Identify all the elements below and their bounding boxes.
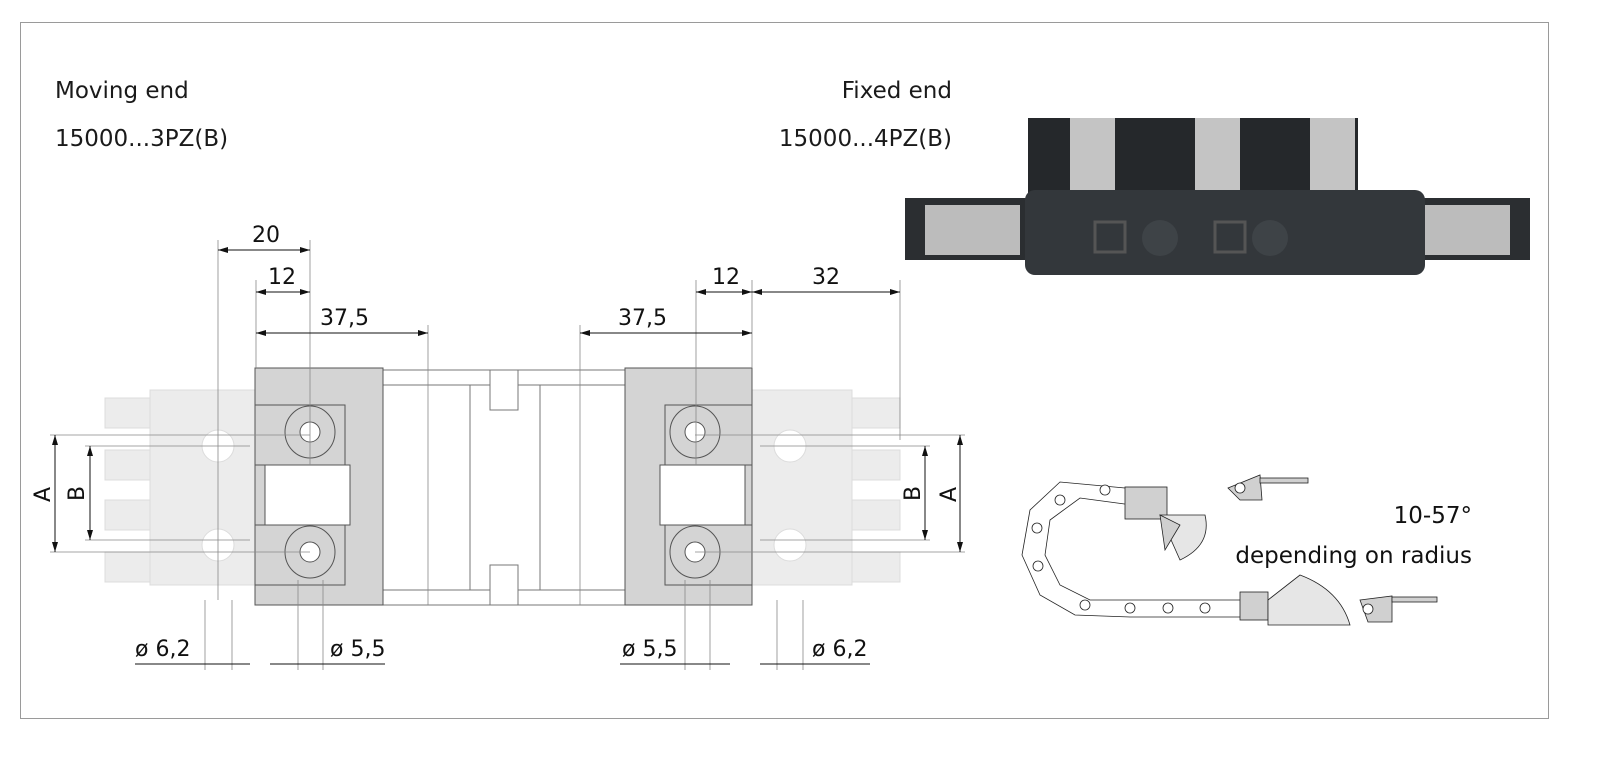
moving-end-title: Moving end [55, 78, 189, 104]
angle-range-label: 10-57° [1394, 503, 1472, 529]
dim-dia-6-2-left: ø 6,2 [135, 637, 190, 662]
angle-note-label: depending on radius [1235, 543, 1472, 569]
dim-37-5-right: 37,5 [618, 306, 667, 331]
dim-12-left: 12 [268, 265, 296, 290]
fixed-end-part-number: 15000...4PZ(B) [778, 126, 952, 152]
dim-dia-5-5-right: ø 5,5 [622, 637, 677, 662]
dim-dia-5-5-left: ø 5,5 [330, 637, 385, 662]
dim-A-left: A [31, 487, 56, 502]
drawing-frame [20, 22, 1549, 719]
dim-A-right: A [937, 487, 962, 502]
dim-12-right: 12 [712, 265, 740, 290]
chain-link-body [382, 369, 626, 606]
dim-37-5-left: 37,5 [320, 306, 369, 331]
dim-20: 20 [252, 223, 280, 248]
moving-end-bracket [254, 367, 384, 606]
dimension-lines [52, 247, 963, 665]
dim-B-right: B [901, 486, 926, 501]
product-photo [905, 118, 1530, 275]
dim-32: 32 [812, 265, 840, 290]
fixed-end-title: Fixed end [841, 78, 952, 104]
moving-end-part-number: 15000...3PZ(B) [55, 126, 229, 152]
dim-B-left: B [65, 486, 90, 501]
dim-dia-6-2-right: ø 6,2 [812, 637, 867, 662]
chain-bend-diagram [1021, 474, 1438, 626]
fixed-end-bracket [624, 367, 753, 606]
